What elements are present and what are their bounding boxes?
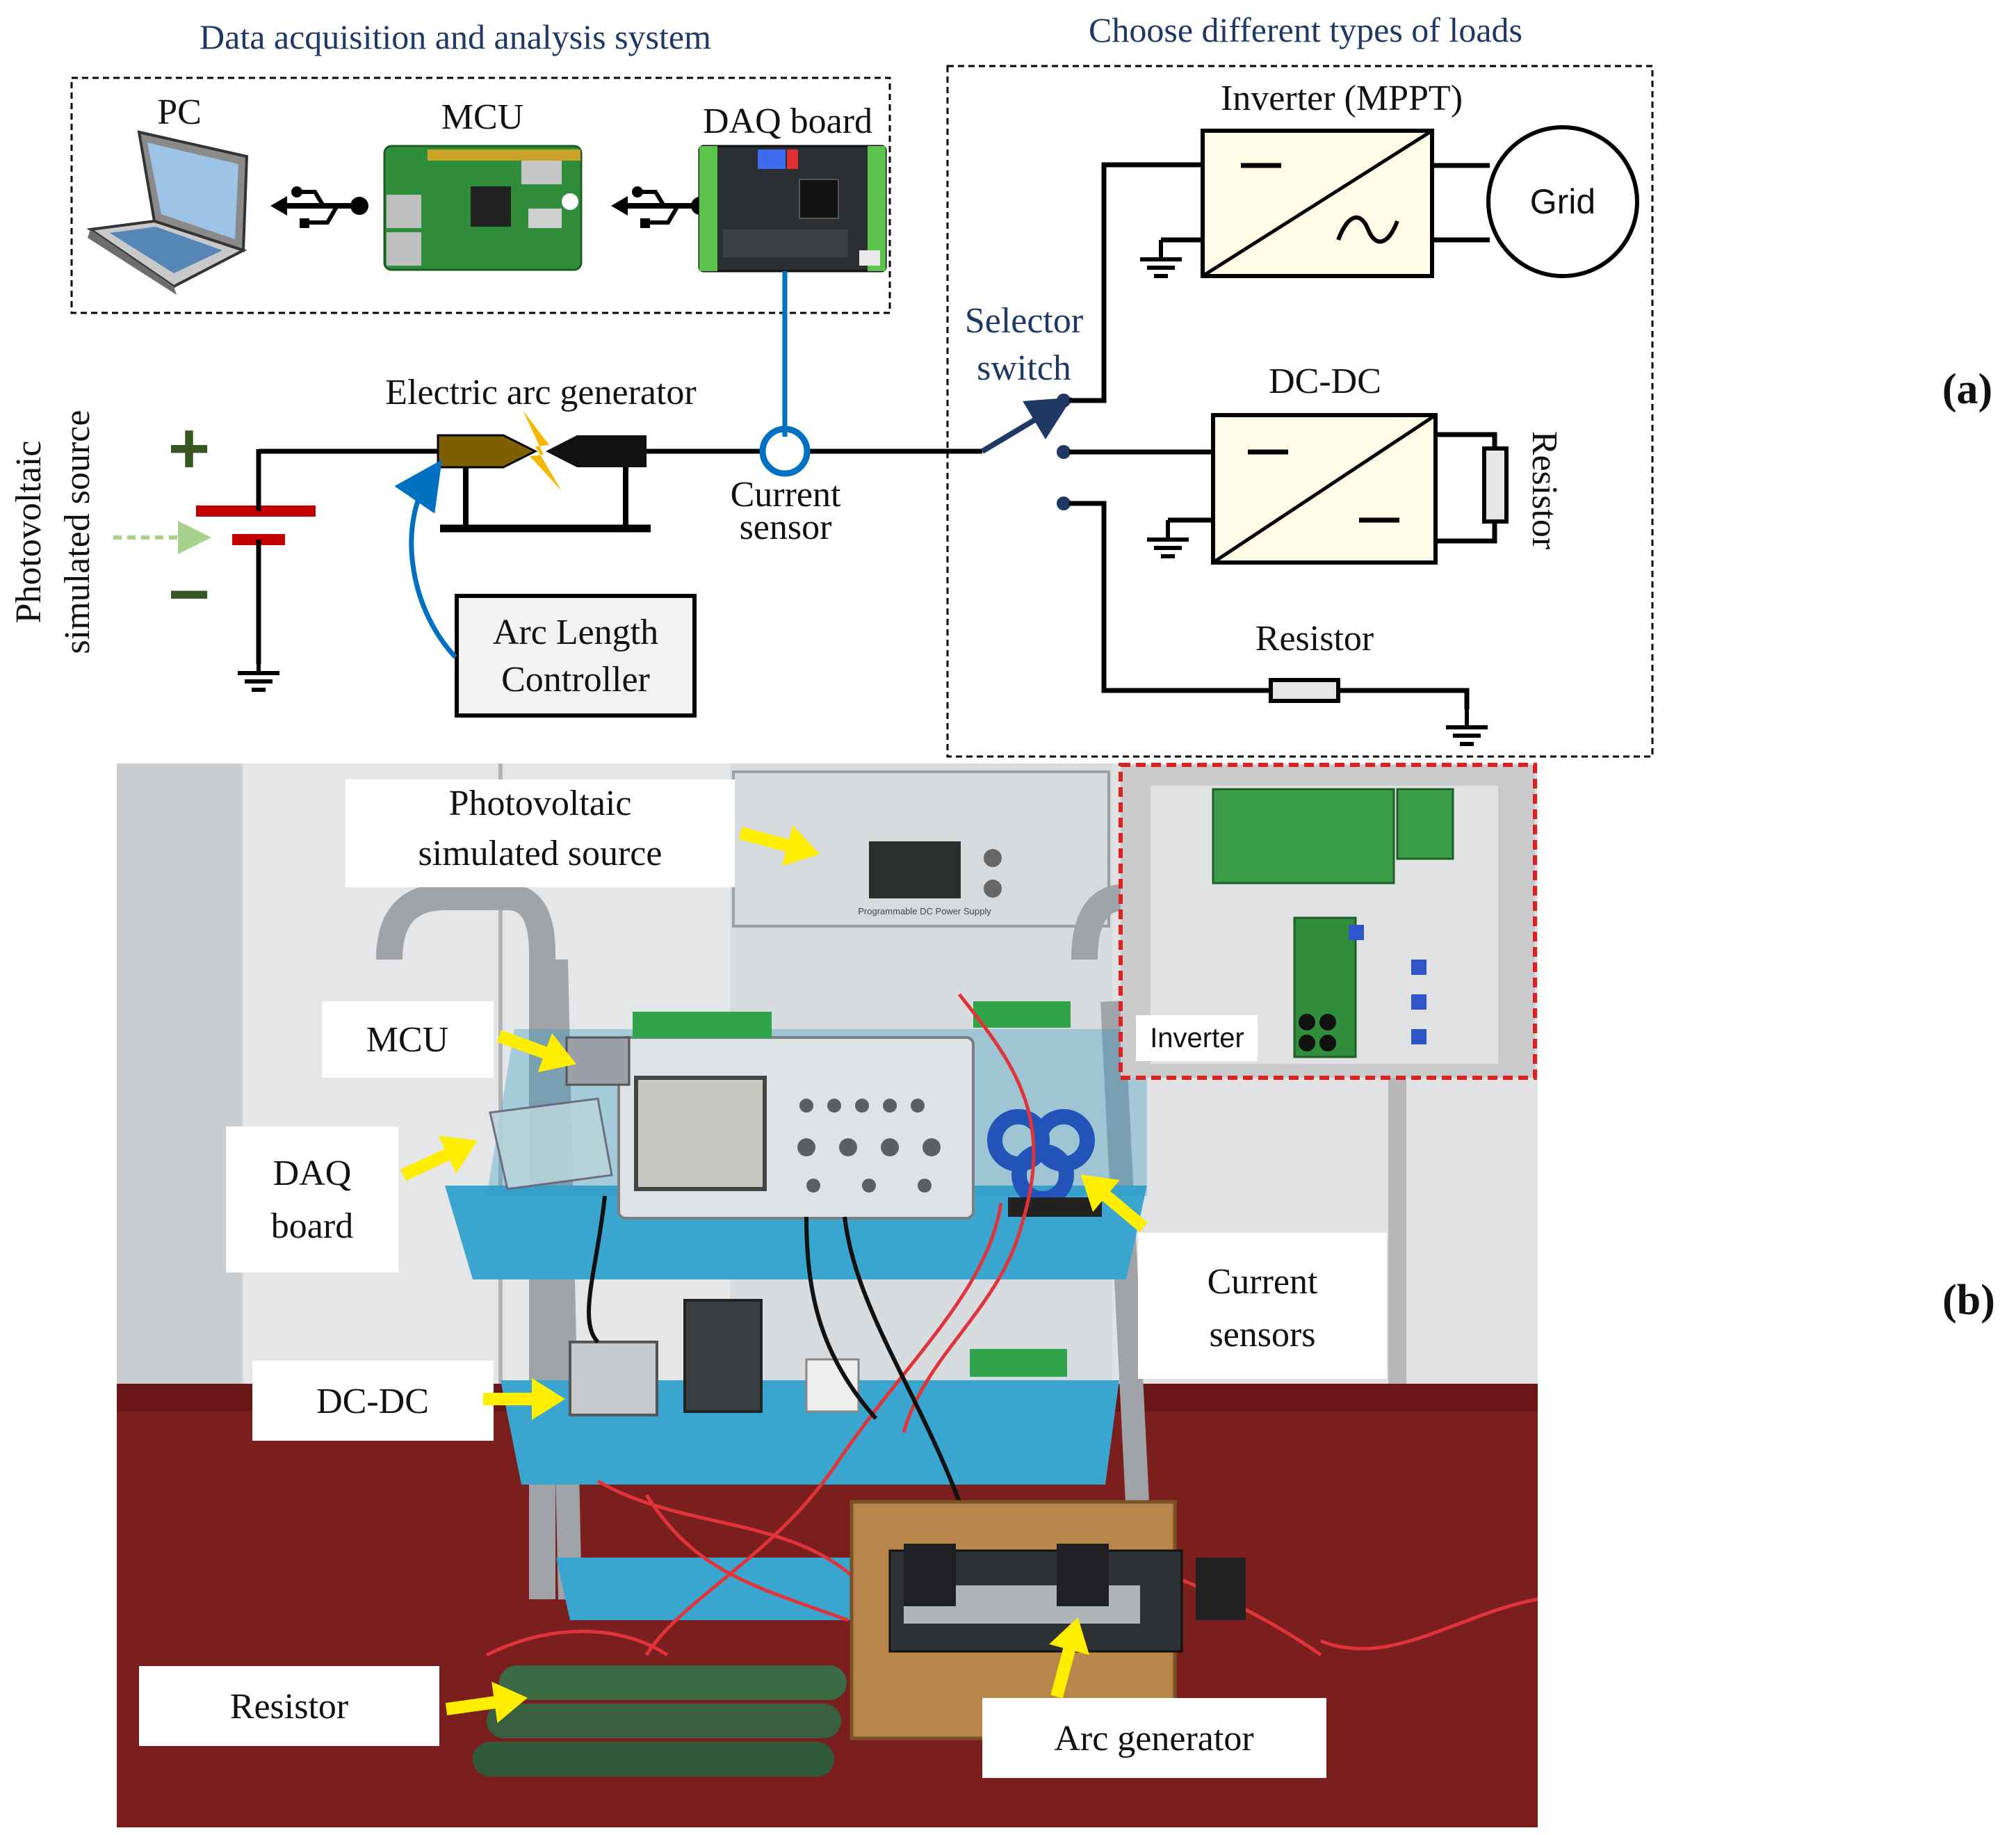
label-resistor: Resistor: [139, 1666, 439, 1746]
wire: [1069, 162, 1203, 403]
device-caption: Programmable DC Power Supply: [858, 906, 991, 916]
svg-text:Current: Current: [1208, 1262, 1318, 1302]
wire: [1436, 522, 1497, 544]
arc-spark-icon: [523, 410, 562, 491]
selector-label-line2: switch: [977, 348, 1071, 388]
plus-sign: +: [168, 408, 211, 489]
grid-circle: [1486, 125, 1639, 278]
arc-length-controller-box: [455, 594, 697, 718]
arc-controller-label-line2: Controller: [501, 660, 650, 700]
inverter-inset: Inverter: [1119, 763, 1537, 1080]
pv-source-label-line2: simulated source: [58, 410, 97, 654]
loads-section-title: Choose different types of loads: [1089, 10, 1522, 49]
arc-generator-label: Electric arc generator: [385, 373, 696, 412]
dcdc-label: DC-DC: [1269, 362, 1381, 401]
switch-contact: [1057, 496, 1071, 510]
panel-b-photo: Programmable DC Power Supply: [117, 763, 1995, 1827]
dcdc-block: [1211, 413, 1438, 565]
mcu-board-image: [383, 145, 583, 271]
label-arc-generator: Arc generator: [982, 1698, 1326, 1778]
dcdc-hardware: [569, 1341, 658, 1416]
label-daq: DAQ board: [226, 1126, 398, 1272]
svg-text:Arc generator: Arc generator: [1054, 1719, 1253, 1759]
label-pv-source: Photovoltaic simulated source: [346, 779, 735, 887]
current-sensor-label-line1: Current: [731, 475, 841, 515]
panel-a: Data acquisition and analysis system Cho…: [9, 10, 1992, 758]
pv-source-label-line1: Photovoltaic: [9, 441, 49, 624]
current-sensor-label-line2: sensor: [740, 508, 832, 547]
selector-arm: [980, 397, 1073, 454]
minus-sign: −: [168, 554, 211, 635]
bottom-shelf: [556, 1558, 862, 1620]
switch-contact: [1057, 445, 1071, 459]
svg-text:DAQ: DAQ: [273, 1154, 352, 1193]
svg-text:Resistor: Resistor: [230, 1687, 348, 1727]
wire: [1436, 432, 1497, 448]
daq-section-title: Data acquisition and analysis system: [200, 17, 711, 56]
usb-icon: [611, 186, 709, 228]
control-arrow: [394, 460, 457, 659]
pc-label: PC: [157, 92, 202, 132]
svg-text:Photovoltaic: Photovoltaic: [449, 784, 632, 823]
daq-hardware: [489, 1097, 613, 1190]
daq-system-box: [70, 76, 891, 314]
svg-text:sensors: sensors: [1209, 1315, 1315, 1355]
label-mcu: MCU: [322, 1001, 494, 1078]
inverter-label: Inverter (MPPT): [1221, 79, 1463, 118]
ground-icon: [1140, 240, 1182, 276]
resistor-vertical-label: Resistor: [1525, 431, 1564, 549]
grid-label: Grid: [1530, 182, 1595, 221]
ground-icon: [1446, 708, 1488, 744]
wire: [1069, 501, 1271, 693]
daq-board-label: DAQ board: [703, 102, 872, 141]
mcu-hardware: [565, 1036, 631, 1086]
pv-source-display: [869, 841, 961, 898]
current-sensor-ring: [759, 426, 811, 477]
dcdc-resistor: [1482, 446, 1509, 524]
load-resistor: [1269, 678, 1340, 703]
ground-icon: [1147, 520, 1189, 556]
mcu-label: MCU: [441, 97, 523, 137]
svg-text:DC-DC: DC-DC: [316, 1382, 429, 1421]
svg-text:simulated source: simulated source: [418, 834, 662, 873]
laptop-icon: [86, 130, 249, 295]
panel-a-label: (a): [1942, 366, 1992, 413]
usb-icon: [270, 186, 368, 228]
inverter-block: [1201, 129, 1434, 278]
resistor-label: Resistor: [1255, 619, 1374, 658]
svg-text:board: board: [271, 1206, 353, 1246]
battery-icon: [196, 506, 316, 545]
black-wires: [587, 1195, 961, 1503]
daq-board-image: [698, 145, 887, 273]
heatsink: [683, 1299, 763, 1413]
inverter-inset-label: Inverter: [1150, 1023, 1244, 1053]
label-current-sensors: Current sensors: [1138, 1233, 1387, 1379]
wire: [1338, 688, 1470, 709]
svg-text:MCU: MCU: [366, 1020, 448, 1060]
loads-box: [946, 65, 1654, 758]
ground-icon: [238, 654, 279, 690]
selector-label-line1: Selector: [965, 301, 1083, 341]
arc-generator: [437, 410, 651, 533]
inverter-inset-label-box: [1136, 1015, 1258, 1061]
panel-b-label: (b): [1942, 1277, 1995, 1324]
switch-contact: [1057, 394, 1071, 407]
arc-controller-label-line1: Arc Length: [493, 613, 658, 652]
resistor-hardware: [473, 1665, 847, 1777]
label-dcdc: DC-DC: [252, 1361, 494, 1441]
